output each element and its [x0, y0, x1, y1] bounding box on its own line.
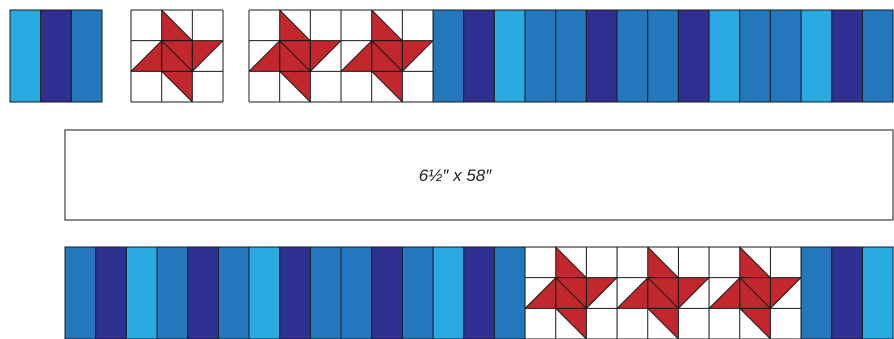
fabric-strip-navy: [96, 247, 127, 339]
star-block: [249, 10, 341, 102]
fabric-strip-navy: [464, 247, 495, 339]
fabric-strip-navy: [832, 10, 863, 102]
fabric-strip-mid: [494, 247, 525, 339]
star-block: [709, 247, 801, 339]
fabric-strip-light: [709, 10, 740, 102]
fabric-strip-mid: [525, 10, 556, 102]
fabric-strip-navy: [372, 247, 403, 339]
star-block: [525, 247, 617, 339]
fabric-strip-mid: [862, 10, 893, 102]
fabric-strip-mid: [157, 247, 188, 339]
top-border-row: [10, 10, 893, 102]
fabric-strip-navy: [188, 247, 219, 339]
center-panel: 6½″ x 58″: [65, 130, 893, 220]
fabric-strip-light: [249, 247, 280, 339]
fabric-strip-navy: [280, 247, 311, 339]
fabric-strip-navy: [586, 10, 617, 102]
fabric-strip-mid: [433, 10, 464, 102]
fabric-strip-light: [801, 10, 832, 102]
star-block: [341, 10, 433, 102]
fabric-strip-mid: [740, 10, 771, 102]
fabric-strip-light: [10, 10, 41, 102]
fabric-strip-mid: [402, 247, 433, 339]
fabric-strip-light: [862, 247, 893, 339]
bottom-border-row: [65, 247, 893, 339]
star-block: [617, 247, 709, 339]
fabric-strip-navy: [41, 10, 72, 102]
fabric-strip-mid: [218, 247, 249, 339]
fabric-strip-mid: [556, 10, 587, 102]
fabric-strip-mid: [617, 10, 648, 102]
fabric-strip-mid: [770, 10, 801, 102]
fabric-strip-light: [433, 247, 464, 339]
fabric-strip-mid: [341, 247, 372, 339]
fabric-strip-light: [126, 247, 157, 339]
fabric-strip-light: [494, 10, 525, 102]
fabric-strip-mid: [65, 247, 96, 339]
fabric-strip-mid: [310, 247, 341, 339]
fabric-strip-mid: [71, 10, 102, 102]
fabric-strip-mid: [648, 10, 679, 102]
fabric-strip-navy: [678, 10, 709, 102]
panel-size-label: 6½″ x 58″: [419, 166, 493, 185]
fabric-strip-navy: [832, 247, 863, 339]
fabric-strip-mid: [801, 247, 832, 339]
fabric-strip-navy: [464, 10, 495, 102]
star-block: [131, 10, 223, 102]
